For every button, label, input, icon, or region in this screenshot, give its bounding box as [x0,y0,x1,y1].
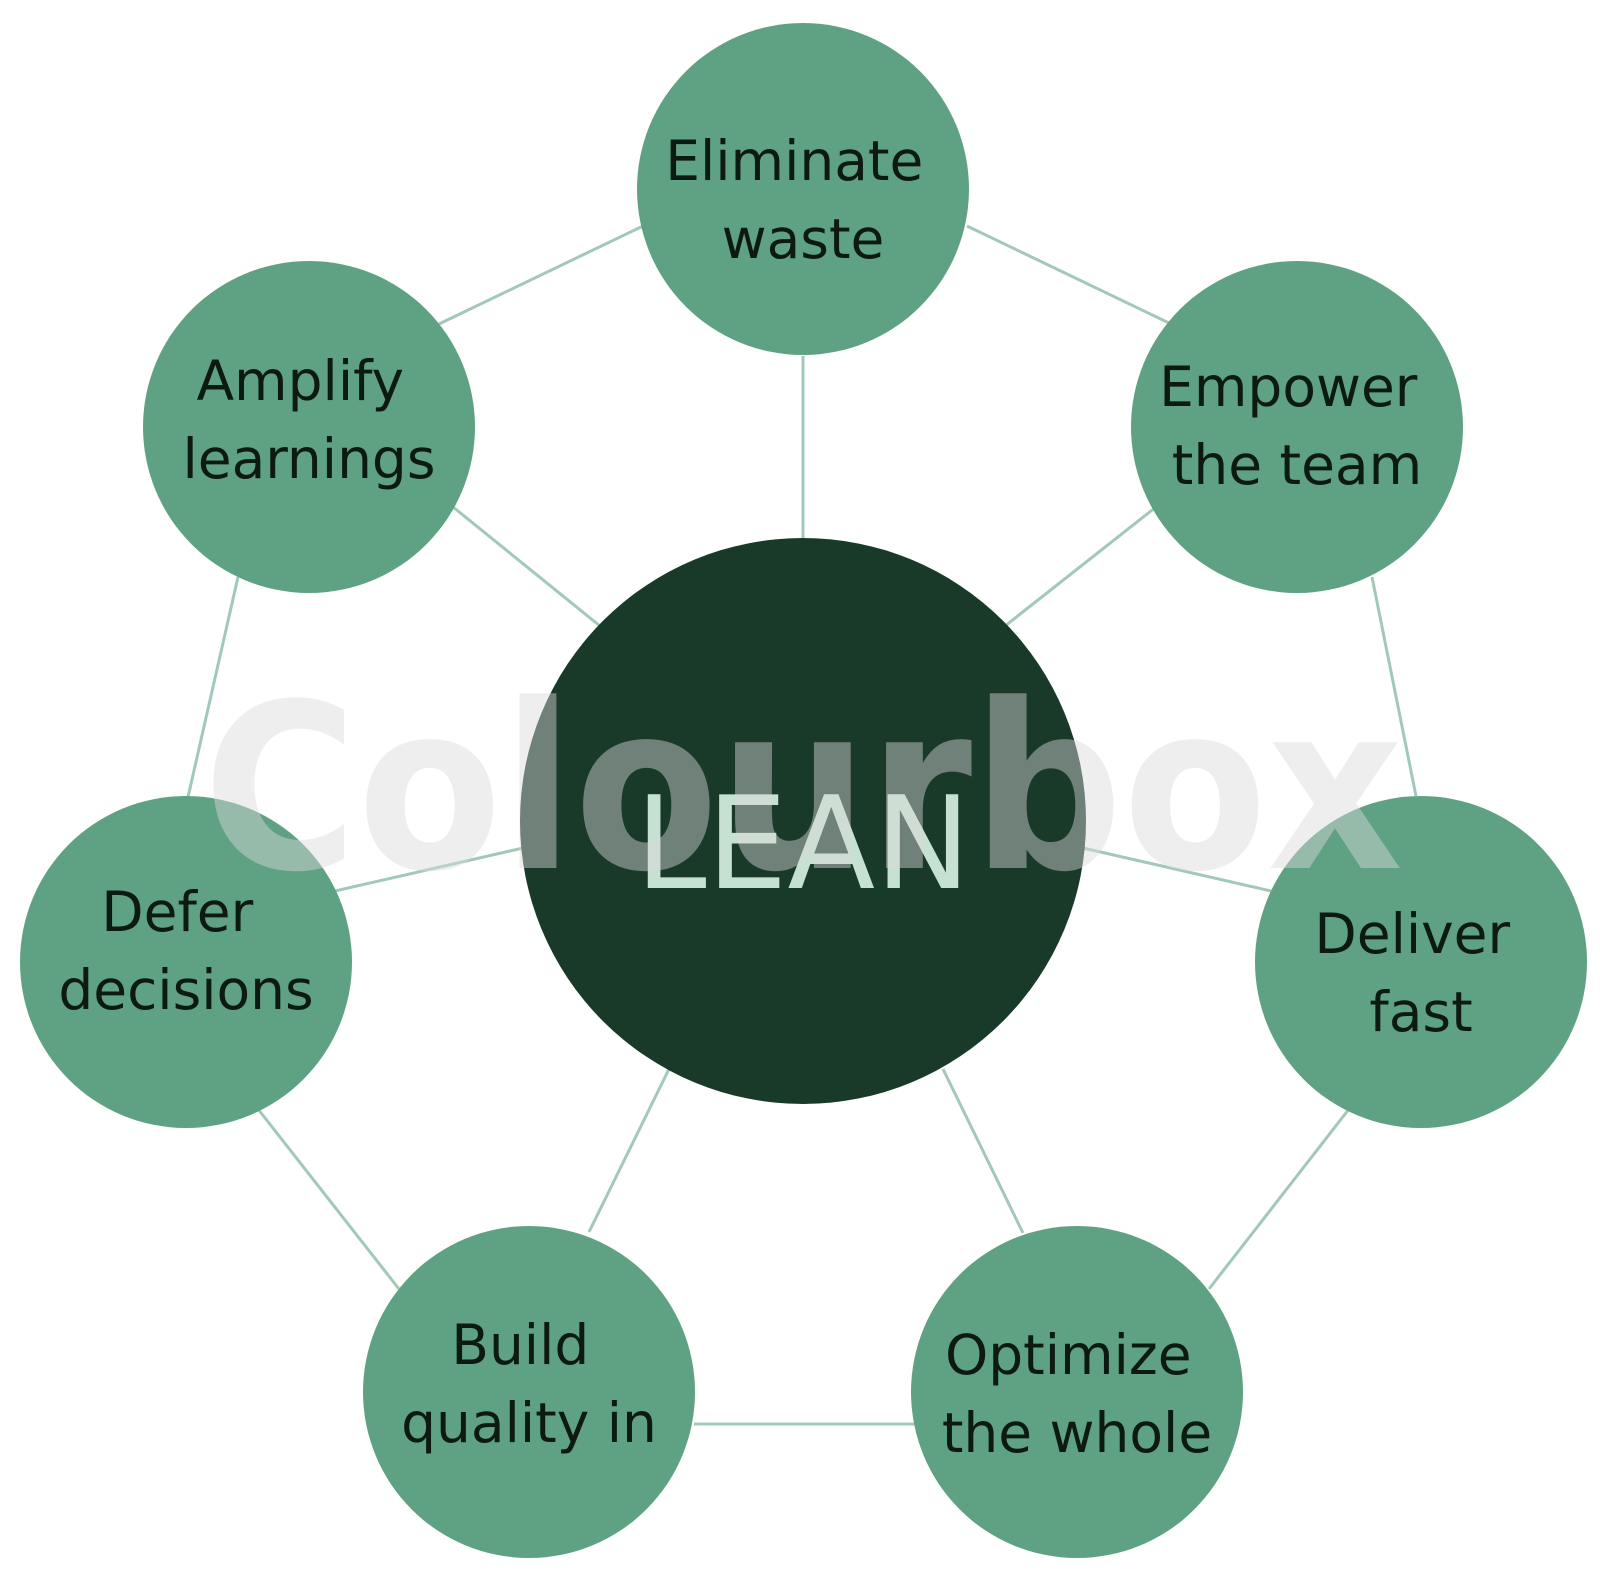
node-label-line: learnings [182,427,435,491]
connector-line [1207,1108,1351,1290]
connector-line [1370,576,1418,797]
connector-line [941,1068,1025,1234]
connector-line [1082,846,1272,893]
node-build-quality-in: Build quality in [363,1226,695,1558]
node-label-line: Build [451,1313,589,1377]
node-label-line: Eliminate [665,129,923,193]
node-circle [1255,796,1587,1128]
node-amplify-learnings: Amplify learnings [143,261,475,593]
node-deliver-fast: Deliver fast [1255,796,1587,1128]
node-circle [20,796,352,1128]
connector-line [1004,505,1157,628]
node-label-line: the whole [942,1401,1212,1465]
connector-line [587,1068,671,1233]
node-circle [1131,261,1463,593]
node-label: Empower the team [1159,355,1435,497]
node-label-line: Deliver [1314,902,1510,966]
node-label-line: waste [722,207,885,271]
connector-lines [186,224,1418,1426]
node-label-line: Amplify [196,349,404,413]
node-circle [363,1226,695,1558]
node-empower-the-team: Empower the team [1131,261,1463,593]
node-defer-decisions: Defer decisions [20,796,352,1128]
node-label: Eliminate waste [665,129,941,271]
watermark: Colourbox [203,656,1403,923]
node-optimize-the-whole: Optimize the whole [911,1226,1243,1558]
node-circle [143,261,475,593]
connector-line [334,846,524,893]
connector-line [452,505,601,628]
connector-line [438,224,644,326]
connector-line [966,224,1170,325]
node-label: Defer decisions [58,880,313,1022]
node-label: Optimize the whole [942,1323,1212,1465]
node-label-line: Defer [101,880,253,944]
node-label-line: Empower [1159,355,1418,419]
node-label: Build quality in [401,1313,657,1455]
node-label: Deliver fast [1314,902,1527,1044]
node-eliminate-waste: Eliminate waste [637,23,969,355]
node-label-line: quality in [401,1391,657,1455]
center-node: LEAN [520,538,1086,1104]
center-circle [520,538,1086,1104]
center-label: LEAN [635,770,971,919]
node-label-line: decisions [58,958,313,1022]
node-label: Amplify learnings [182,349,435,491]
node-label-line: fast [1369,980,1472,1044]
node-label-line: the team [1172,433,1422,497]
connector-line [256,1108,401,1290]
connector-line [186,576,240,798]
node-label-line: Optimize [945,1323,1192,1387]
node-circle [637,23,969,355]
node-circle [911,1226,1243,1558]
